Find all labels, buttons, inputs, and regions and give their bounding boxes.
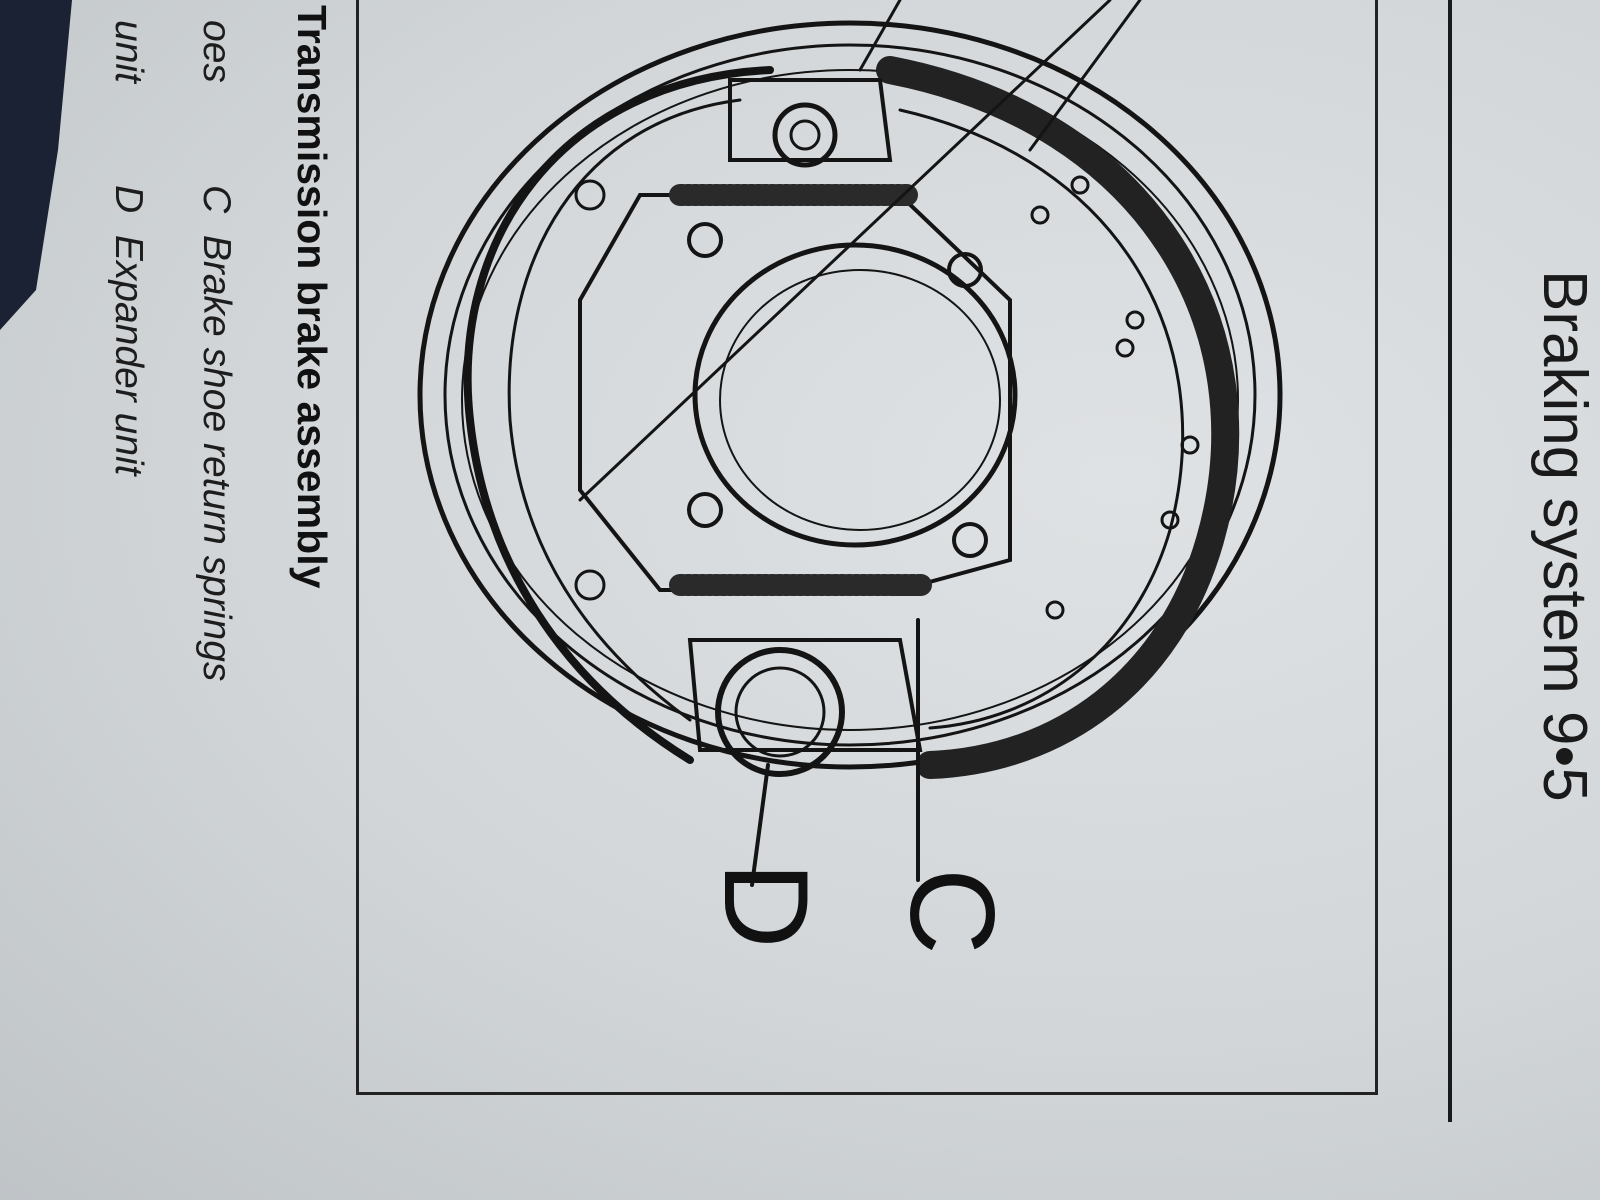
legend-item-d: D Expander unit xyxy=(106,185,150,476)
drum-inner-ring xyxy=(443,43,1257,747)
legend-key: C xyxy=(195,185,238,214)
bolt-hole xyxy=(687,492,723,528)
leader-line-d xyxy=(750,763,770,887)
figure-caption-title: Transmission brake assembly xyxy=(289,5,335,589)
figure-frame xyxy=(356,0,1378,1095)
brake-shoe-right xyxy=(876,56,1240,779)
hub-bore xyxy=(692,242,1018,548)
callout-c: C xyxy=(885,868,1019,955)
legend-item-c: C Brake shoe return springs xyxy=(194,185,238,681)
bolt-hole xyxy=(947,252,983,288)
caption-fragment: oes xyxy=(195,20,238,83)
legend-key: D xyxy=(107,185,150,214)
adjuster-unit xyxy=(728,78,893,162)
bolt-hole xyxy=(687,222,723,258)
drum-outer-ring xyxy=(417,20,1283,770)
caption-fragment: unit xyxy=(107,20,150,83)
brake-shoe-left xyxy=(463,66,774,764)
dark-page-edge xyxy=(0,0,72,330)
legend-label: Expander unit xyxy=(107,234,150,476)
callout-d: D xyxy=(699,862,833,949)
bolt-hole xyxy=(952,522,988,558)
header-rule xyxy=(1448,0,1452,1122)
legend-label: Brake shoe return springs xyxy=(195,234,238,682)
